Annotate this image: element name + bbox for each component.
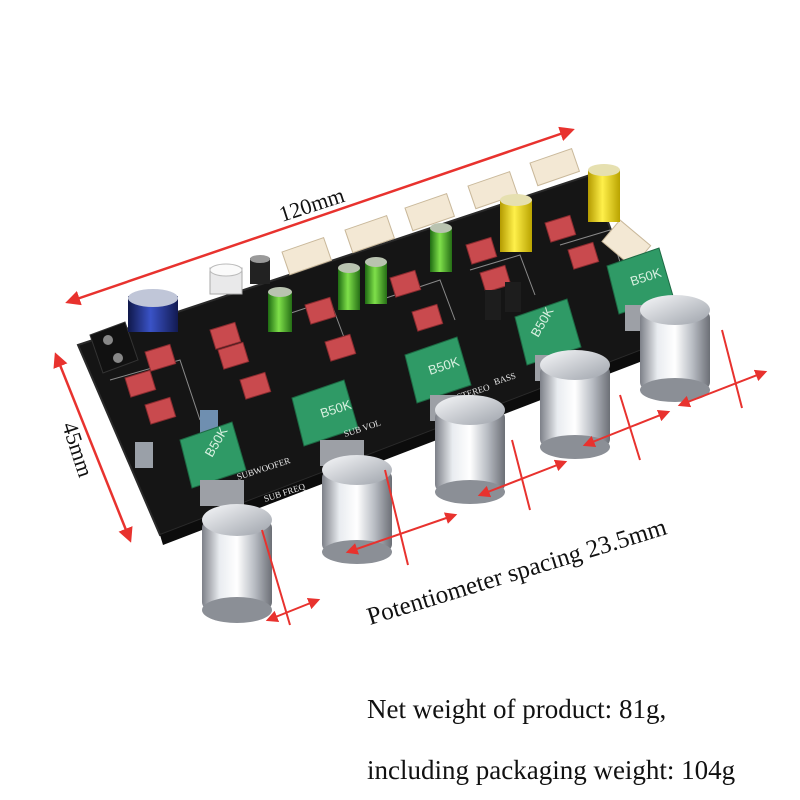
potentiometer-bodies: B50K B50K B50K B50K B50K xyxy=(179,247,674,489)
knob-3 xyxy=(430,395,505,504)
package-weight-caption: including packaging weight: 104g xyxy=(367,755,736,785)
potentiometer-1: B50K xyxy=(179,421,247,489)
knobs xyxy=(200,295,710,623)
black-capacitor xyxy=(250,255,270,284)
dimension-arrows xyxy=(53,126,768,626)
length-arrow xyxy=(65,126,575,306)
potentiometer-4: B50K xyxy=(514,298,582,366)
net-weight-caption: Net weight of product: 81g, xyxy=(367,694,667,724)
width-arrow xyxy=(53,352,133,543)
knob-1 xyxy=(200,480,272,623)
knob-crosshairs xyxy=(261,329,768,626)
potentiometer-3: B50K xyxy=(404,336,472,404)
white-capacitor xyxy=(209,263,243,295)
width-label: 45mm xyxy=(57,419,98,480)
potentiometer-2: B50K xyxy=(291,379,359,447)
knob-4 xyxy=(535,350,610,459)
blue-capacitor xyxy=(128,289,178,332)
